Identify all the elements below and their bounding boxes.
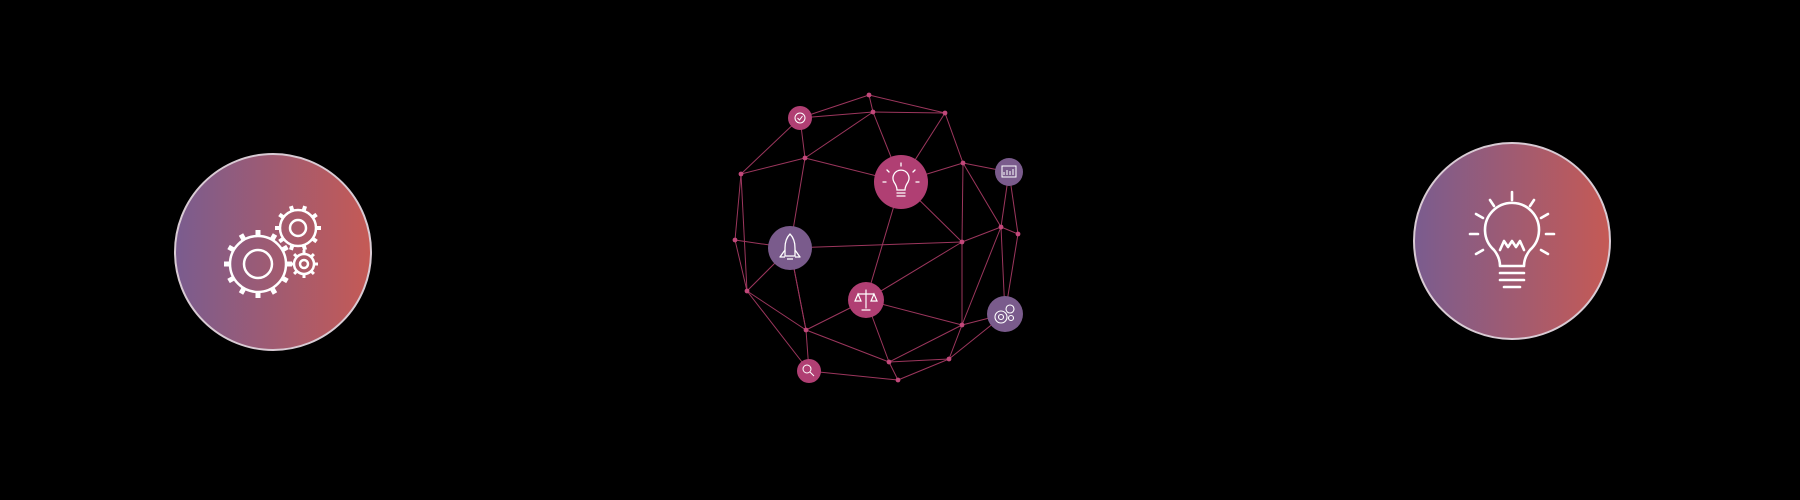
clock-icon — [794, 112, 806, 124]
gear-tooth — [311, 212, 318, 220]
network-dot — [802, 155, 808, 161]
network-link — [961, 226, 1002, 243]
network-sphere — [732, 92, 1023, 383]
network-dot — [866, 92, 872, 98]
chart-icon — [1001, 165, 1017, 178]
left-gears-badge — [174, 153, 372, 351]
gear-tooth — [280, 275, 289, 284]
lightbulb-icon — [1468, 190, 1556, 289]
network-link — [872, 111, 946, 114]
search-person-icon — [802, 364, 815, 377]
network-dot — [738, 171, 744, 177]
network-link — [944, 112, 964, 164]
network-link — [799, 94, 870, 119]
network-link — [805, 329, 890, 363]
gear-tooth — [293, 270, 298, 275]
scales-icon — [854, 289, 878, 311]
search-person-node — [797, 359, 821, 383]
gear-tooth — [278, 212, 285, 220]
network-link — [789, 241, 963, 249]
network-link — [804, 111, 874, 159]
network-link — [868, 94, 946, 114]
gear-tooth — [227, 244, 236, 253]
network-dot — [744, 288, 750, 294]
gear-tooth — [310, 253, 315, 258]
network-link — [888, 324, 963, 363]
lightbulb-node — [874, 155, 928, 209]
network-dot — [870, 109, 876, 115]
network-link — [799, 111, 874, 119]
network-dot — [959, 239, 965, 245]
network-link — [888, 361, 899, 381]
network-link — [734, 239, 748, 292]
gear-tooth — [288, 244, 295, 251]
scales-node — [848, 282, 884, 318]
network-link — [740, 157, 806, 175]
network-link — [961, 162, 964, 243]
gear-tooth — [293, 253, 298, 258]
right-lightbulb-badge — [1413, 142, 1611, 340]
network-link — [961, 226, 1002, 326]
rocket-node — [768, 226, 812, 270]
network-link — [746, 290, 807, 331]
network-link — [746, 290, 810, 372]
gear-tooth — [301, 205, 308, 212]
gear-tooth — [280, 244, 289, 253]
lightbulb-icon — [882, 162, 920, 197]
gears-node — [987, 296, 1023, 332]
network-link — [808, 370, 899, 381]
network-dot — [732, 237, 738, 243]
network-dot — [959, 322, 965, 328]
gear-tooth — [311, 236, 318, 244]
network-dot — [960, 160, 966, 166]
gears-icon — [224, 205, 321, 298]
network-link — [1000, 226, 1019, 235]
gear-tooth — [288, 205, 295, 212]
network-link — [948, 324, 963, 360]
network-dots — [732, 92, 1021, 383]
gear-tooth — [301, 244, 308, 251]
network-link — [740, 117, 801, 175]
network-dot — [895, 377, 901, 383]
gear-tooth — [310, 270, 315, 275]
network-link — [897, 358, 950, 381]
network-link — [740, 173, 748, 292]
left-badge-circle — [174, 153, 372, 351]
gear-tooth — [269, 233, 278, 242]
gear-tooth — [227, 275, 236, 284]
gear-tooth — [238, 286, 247, 295]
gear-tooth — [269, 286, 278, 295]
network-link — [888, 358, 950, 363]
network-link — [865, 241, 963, 301]
clock-node — [788, 106, 812, 130]
network-dot — [803, 327, 809, 333]
network-link — [962, 162, 1002, 228]
gear-tooth — [238, 233, 247, 242]
chart-node — [995, 158, 1023, 186]
gear-tooth — [278, 236, 285, 244]
gears-icon — [994, 304, 1015, 324]
network-dot — [942, 110, 948, 116]
network-dot — [998, 224, 1004, 230]
network-dot — [946, 356, 952, 362]
network-dot — [1015, 231, 1021, 237]
rocket-icon — [779, 233, 801, 260]
network-link — [868, 94, 874, 113]
network-link — [734, 173, 742, 241]
network-dot — [886, 359, 892, 365]
